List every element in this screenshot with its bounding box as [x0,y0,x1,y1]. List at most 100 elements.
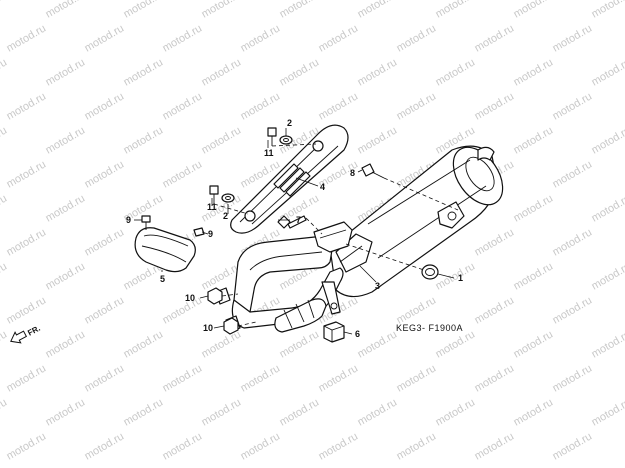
watermark-text: motod.ru [356,56,400,88]
callout-2a: 2 [287,118,292,128]
watermark-text: motod.ru [83,294,127,326]
watermark-text: motod.ru [590,396,625,428]
watermark-text: motod.ru [83,430,127,462]
fr-label: FR. [26,324,42,338]
arrow-left-icon [10,330,28,344]
protector-cover [134,227,196,273]
watermark-text: motod.ru [83,226,127,258]
watermark-text: motod.ru [0,260,9,292]
watermark-text: motod.ru [551,226,595,258]
watermark-text: motod.ru [512,56,556,88]
watermark-text: motod.ru [0,396,9,428]
callout-4: 4 [320,182,325,192]
nut-10-upper [207,287,223,305]
watermark-text: motod.ru [512,260,556,292]
callout-3: 3 [375,281,380,291]
callout-9b: 9 [208,229,213,239]
watermark-text: motod.ru [551,90,595,122]
watermark-text: motod.ru [161,362,205,394]
watermark-text: motod.ru [44,192,88,224]
watermark-text: motod.ru [161,22,205,54]
watermark-text: motod.ru [317,362,361,394]
watermark-text: motod.ru [317,22,361,54]
watermark-text: motod.ru [278,0,322,21]
watermark-text: motod.ru [5,22,49,54]
watermark-text: motod.ru [395,430,439,462]
watermark-text: motod.ru [473,430,517,462]
watermark-text: motod.ru [395,294,439,326]
callout-5: 5 [160,274,165,284]
watermark-text: motod.ru [590,260,625,292]
watermark-text: motod.ru [200,124,244,156]
watermark-text: motod.ru [317,90,361,122]
bolt-8 [361,163,385,179]
watermark-text: motod.ru [512,328,556,360]
watermark-text: motod.ru [590,124,625,156]
callout-2b: 2 [223,211,228,221]
watermark-text: motod.ru [44,56,88,88]
watermark-text: motod.ru [44,0,88,21]
watermark-text: motod.ru [278,56,322,88]
watermark-text: motod.ru [356,396,400,428]
watermark-text: motod.ru [356,0,400,21]
watermark-text: motod.ru [590,328,625,360]
watermark-text: motod.ru [239,430,283,462]
watermark-text: motod.ru [239,22,283,54]
watermark-text: motod.ru [512,124,556,156]
watermark-text: motod.ru [5,294,49,326]
watermark-text: motod.ru [239,362,283,394]
watermark-text: motod.ru [512,192,556,224]
watermark-text: motod.ru [434,260,478,292]
watermark-text: motod.ru [473,90,517,122]
diagram-code: KEG3- F1900A [396,323,463,333]
collar-2-lower [221,193,235,203]
callout-10b: 10 [203,323,213,333]
stud-bolt-7 [277,215,307,229]
watermark-text: motod.ru [5,226,49,258]
muffler [329,145,504,298]
heat-shield [230,124,349,234]
watermark-text: motod.ru [122,0,166,21]
watermark-text: motod.ru [44,260,88,292]
watermark-text: motod.ru [83,90,127,122]
watermark-text: motod.ru [434,396,478,428]
callout-11b: 11 [207,202,217,212]
watermark-text: motod.ru [356,124,400,156]
watermark-text: motod.ru [551,294,595,326]
watermark-text: motod.ru [512,0,556,21]
collar-2-upper [279,135,293,145]
assembly-lines [213,143,459,327]
watermark-text: motod.ru [512,396,556,428]
watermark-text: motod.ru [434,56,478,88]
watermark-text: motod.ru [590,56,625,88]
watermark-text: motod.ru [161,294,205,326]
callout-9a: 9 [126,215,131,225]
callout-11a: 11 [264,148,274,158]
watermark-text: motod.ru [278,396,322,428]
watermark-text: motod.ru [551,22,595,54]
nut-10-lower [223,317,239,335]
watermark-text: motod.ru [434,0,478,21]
watermark-text: motod.ru [317,430,361,462]
watermark-text: motod.ru [161,90,205,122]
bolt-11-lower [209,185,219,204]
screw-9-right [193,227,205,237]
watermark-text: motod.ru [122,124,166,156]
watermark-text: motod.ru [122,56,166,88]
watermark-text: motod.ru [5,362,49,394]
watermark-text: motod.ru [0,56,9,88]
watermark-text: motod.ru [473,294,517,326]
watermark-text: motod.ru [44,328,88,360]
watermark-text: motod.ru [239,90,283,122]
watermark-text: motod.ru [0,0,9,21]
callout-8: 8 [350,168,355,178]
watermark-text: motod.ru [590,0,625,21]
callout-1: 1 [458,273,463,283]
watermark-text: motod.ru [0,124,9,156]
watermark-text: motod.ru [5,158,49,190]
watermark-text: motod.ru [473,22,517,54]
rubber-mount-6 [323,321,345,343]
gasket-1 [421,264,439,280]
